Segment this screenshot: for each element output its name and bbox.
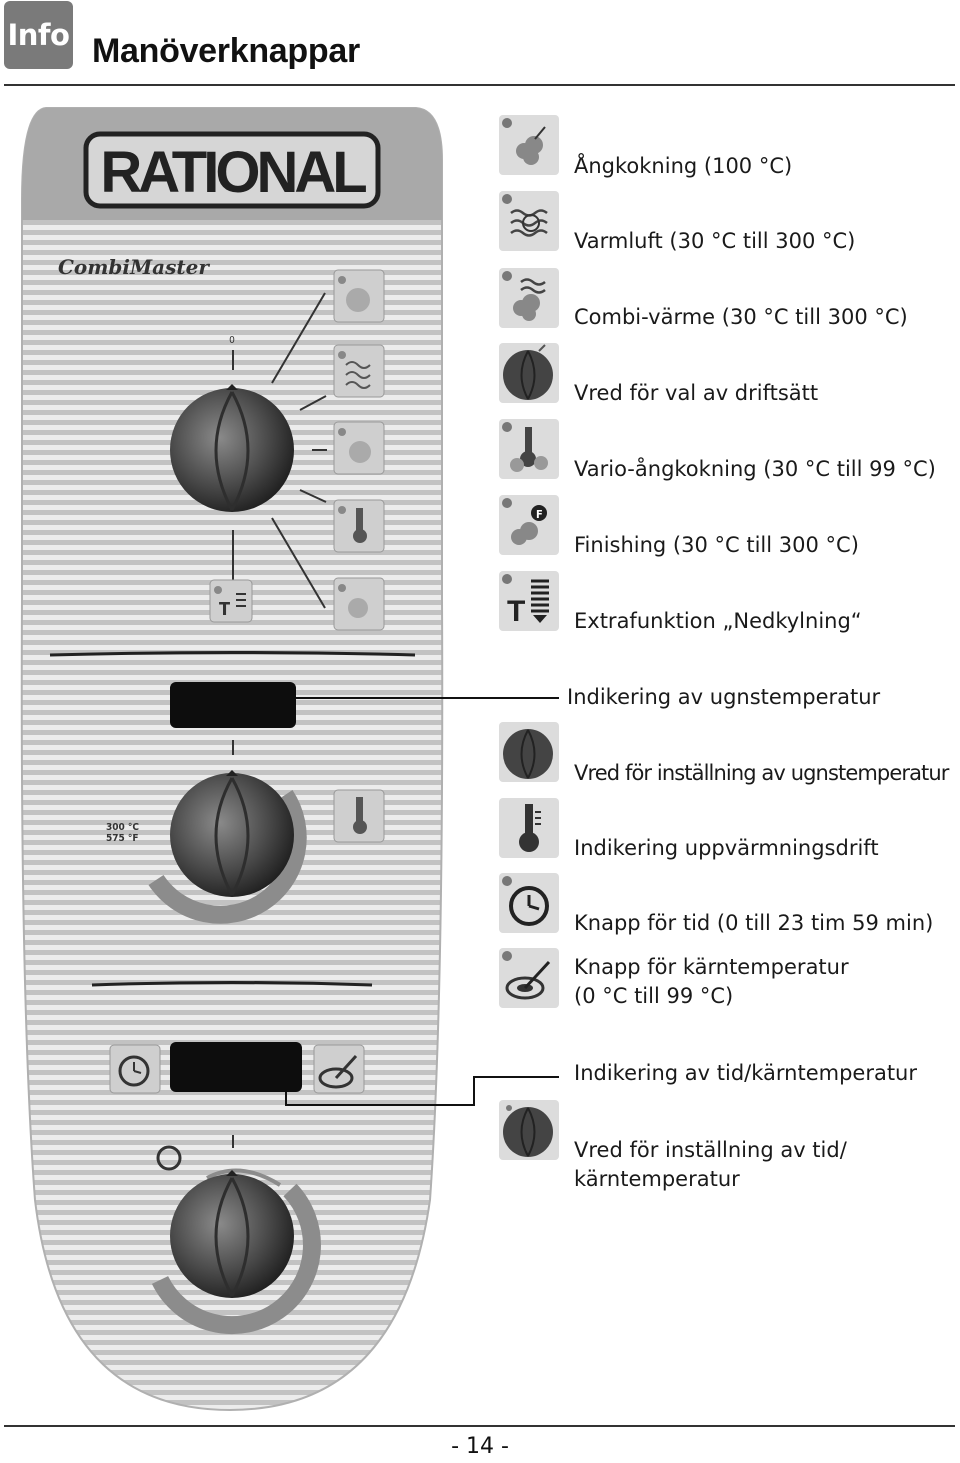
label-finishing: Finishing (30 °C till 300 °C) <box>574 531 859 560</box>
label-time-dial-2: kärntemperatur <box>574 1165 740 1194</box>
temp-scale-fahrenheit: 575 °F <box>106 833 139 844</box>
vario-steam-icon <box>499 419 559 479</box>
time-dial-icon <box>499 1100 559 1160</box>
svg-text:T: T <box>219 599 230 620</box>
brand-logo: RATIONAL <box>100 140 366 205</box>
label-vario-steam: Vario-ångkokning (30 °C till 99 °C) <box>574 455 936 484</box>
oven-temp-display <box>170 682 296 728</box>
connector-time-core-v2 <box>473 1076 475 1106</box>
temp-dial[interactable] <box>170 773 294 897</box>
label-oven-temp-display: Indikering av ugnstemperatur <box>567 683 880 712</box>
footer-rule <box>4 1425 955 1427</box>
steam-icon <box>499 115 559 175</box>
temp-dial-icon <box>499 722 559 782</box>
label-hot-air: Varmluft (30 °C till 300 °C) <box>574 227 855 256</box>
combi-heat-icon <box>499 268 559 328</box>
time-dial[interactable] <box>170 1174 294 1298</box>
label-steam: Ångkokning (100 °C) <box>574 152 792 181</box>
connector-time-core-h1 <box>285 1104 475 1106</box>
label-heating-indicator: Indikering uppvärmningsdrift <box>574 834 879 863</box>
svg-text:T: T <box>507 595 525 628</box>
mode-dial[interactable] <box>170 388 294 512</box>
temp-scale-celsius: 300 °C <box>106 822 139 833</box>
label-time-core-display: Indikering av tid/kärntemperatur <box>574 1059 917 1088</box>
svg-text:F: F <box>536 508 543 521</box>
label-combi-heat: Combi-värme (30 °C till 300 °C) <box>574 303 908 332</box>
label-time-button: Knapp för tid (0 till 23 tim 59 min) <box>574 909 933 938</box>
hot-air-icon <box>499 191 559 251</box>
label-temp-dial: Vred för inställning av ugnstemperatur <box>574 759 949 788</box>
core-probe-icon <box>499 948 559 1008</box>
finishing-icon: F <box>499 495 559 555</box>
connector-time-core-h2 <box>473 1076 559 1078</box>
control-panel-illustration: RATIONAL CombiMaster 0 T 300 °C 575 °F <box>0 0 470 1420</box>
label-mode-dial: Vred för val av driftsätt <box>574 379 818 408</box>
clock-icon <box>499 873 559 933</box>
label-cool-down: Extrafunktion „Nedkylning“ <box>574 607 862 636</box>
label-time-dial: Vred för inställning av tid/ <box>574 1136 847 1165</box>
model-name: CombiMaster <box>58 255 210 279</box>
page-number: - 14 - <box>0 1434 960 1459</box>
dial-zero-mark: 0 <box>229 335 235 346</box>
connector-oven-temp <box>296 697 559 699</box>
label-core-temp-range: (0 °C till 99 °C) <box>574 982 733 1011</box>
thermometer-icon <box>499 798 559 858</box>
label-core-temp-button: Knapp för kärntemperatur <box>574 953 849 982</box>
mode-dial-icon <box>499 343 559 403</box>
time-core-display <box>170 1042 302 1092</box>
cool-down-icon: T <box>499 571 559 631</box>
